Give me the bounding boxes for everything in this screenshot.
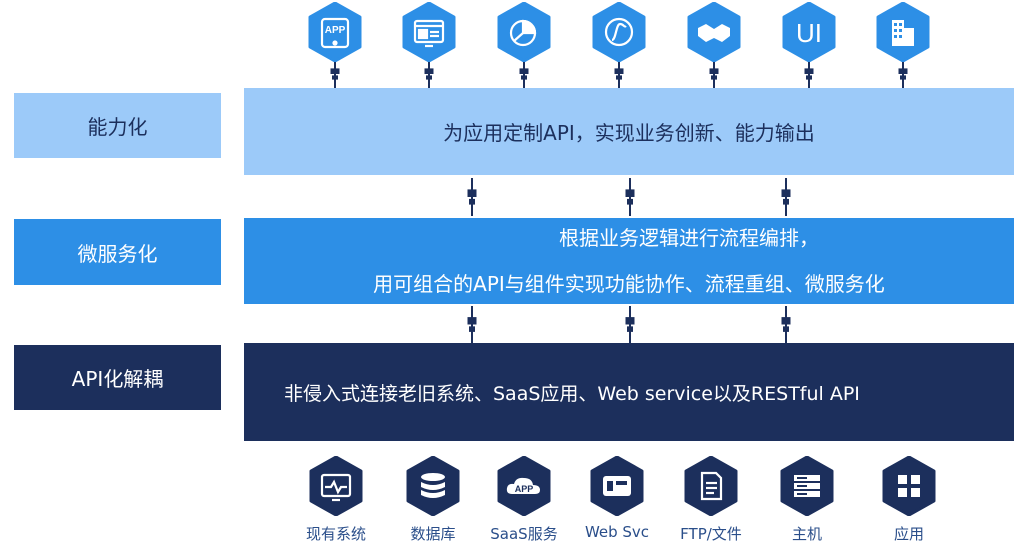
connector-mid-0 <box>467 178 477 216</box>
bottom-label-1: 数据库 <box>410 525 456 543</box>
connector-low-0 <box>467 306 477 343</box>
connector-low-1 <box>625 306 635 343</box>
connector-mid-1 <box>625 178 635 216</box>
connector-top-3 <box>614 60 624 88</box>
host-icon <box>777 455 837 517</box>
band-middle-line1: 根据业务逻辑进行流程编排， <box>559 226 819 250</box>
connector-top-1 <box>424 60 434 88</box>
connector-top-5 <box>804 60 814 88</box>
application-icon <box>879 455 939 517</box>
ftp-file-icon <box>681 455 741 517</box>
curve-icon <box>589 1 649 63</box>
handshake-icon <box>684 1 744 63</box>
bottom-label-4: FTP/文件 <box>680 525 742 543</box>
database-icon <box>403 455 463 517</box>
band-top: 为应用定制API，实现业务创新、能力输出 <box>244 88 1014 175</box>
svg-text:APP: APP <box>325 25 346 36</box>
connector-mid-2 <box>781 178 791 216</box>
band-middle-line2: 用可组合的API与组件实现功能协作、流程重组、微服务化 <box>373 272 885 296</box>
connector-low-2 <box>781 306 791 343</box>
connector-top-0 <box>330 60 340 88</box>
svg-text:APP: APP <box>515 484 534 494</box>
layer-label-middle: 微服务化 <box>14 219 221 285</box>
web-service-icon <box>587 455 647 517</box>
bottom-label-6: 应用 <box>893 525 924 543</box>
bottom-label-5: 主机 <box>791 525 822 543</box>
saas-app-icon: APP <box>494 455 554 517</box>
app-icon: APP <box>305 1 365 63</box>
layer-label-bottom: API化解耦 <box>14 345 221 410</box>
layer-label-top: 能力化 <box>14 93 221 158</box>
layer-label-bottom-text: API化解耦 <box>71 367 164 391</box>
bottom-label-3: Web Svc <box>584 523 650 541</box>
bottom-label-2: SaaS服务 <box>490 525 558 543</box>
band-bottom-text: 非侵入式连接老旧系统、SaaS应用、Web service以及RESTful A… <box>284 382 860 405</box>
layer-label-middle-text: 微服务化 <box>77 241 158 266</box>
bottom-label-0: 现有系统 <box>305 525 366 543</box>
svg-text:UI: UI <box>796 18 822 48</box>
pie-chart-icon <box>494 1 554 63</box>
connector-top-2 <box>519 60 529 88</box>
connector-top-6 <box>898 60 908 88</box>
ui-icon: UI <box>779 1 839 63</box>
connector-top-4 <box>709 60 719 88</box>
layer-label-top-text: 能力化 <box>87 115 148 139</box>
band-middle: 根据业务逻辑进行流程编排， 用可组合的API与组件实现功能协作、流程重组、微服务… <box>244 218 1014 304</box>
browser-icon <box>399 1 459 63</box>
legacy-system-icon <box>306 455 366 517</box>
band-top-text: 为应用定制API，实现业务创新、能力输出 <box>443 121 815 145</box>
band-bottom: 非侵入式连接老旧系统、SaaS应用、Web service以及RESTful A… <box>244 343 1014 441</box>
building-icon <box>873 1 933 63</box>
